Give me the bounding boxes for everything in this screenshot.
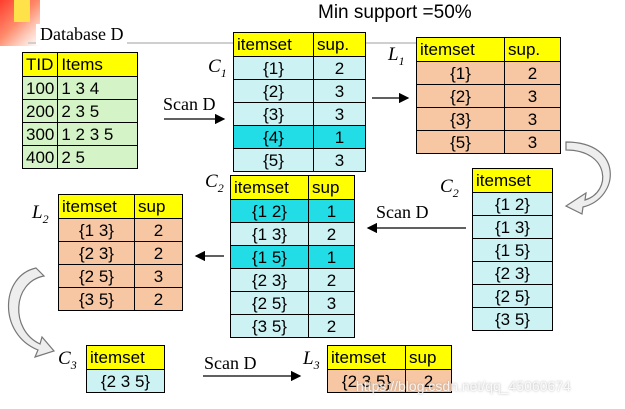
table-row: {2 5} <box>472 284 553 308</box>
watermark-text: https://blog.csdn.net/qq_45060674 <box>356 378 571 394</box>
label-l2: L2 <box>32 202 49 226</box>
label-c3: C3 <box>58 348 77 372</box>
c1-table: itemset sup. {1}2 {2}3 {3}3 {4}1 {5}3 <box>233 32 366 172</box>
l1-table: itemset sup. {1}2 {2}3 {3}3 {5}3 <box>416 37 561 154</box>
c2-candidates-table: itemset {1 2} {1 3} {1 5} {2 3} {2 5} {3… <box>472 168 553 331</box>
col-itemset: itemset <box>230 175 309 200</box>
label-l1: L1 <box>388 44 405 68</box>
min-support-text: Min support =50% <box>318 2 472 23</box>
table-row: {2 3}2 <box>58 241 183 265</box>
curved-arrow-l1-to-c2 <box>564 141 611 215</box>
label-c2-counted: C2 <box>205 171 224 195</box>
c3-table: itemset {2 3 5} <box>86 345 165 393</box>
scan-label-2: Scan D <box>376 202 429 222</box>
table-row: {1 3}2 <box>230 222 355 246</box>
col-itemset: itemset <box>472 168 553 193</box>
col-itemset: itemset <box>327 345 406 370</box>
col-itemset: itemset <box>233 32 314 57</box>
table-row: {2 3} <box>472 261 553 285</box>
table-row: {2 3}2 <box>230 268 355 292</box>
col-support: sup <box>405 345 452 370</box>
table-row: {5}3 <box>416 130 561 154</box>
corner-decoration-yellow <box>14 0 30 22</box>
table-row: {3 5}2 <box>230 314 355 338</box>
scan-label-3: Scan D <box>204 353 257 373</box>
l2-table: itemset sup {1 3}2 {2 3}2 {2 5}3 {3 5}2 <box>58 194 183 311</box>
table-row: {3}3 <box>416 107 561 131</box>
table-row: 100 1 3 4 <box>21 76 139 100</box>
table-row: {2}3 <box>416 84 561 108</box>
col-itemset: itemset <box>86 345 165 370</box>
table-row: {2 3 5} <box>86 369 165 393</box>
table-row: {3 5}2 <box>58 287 183 311</box>
col-support: sup. <box>504 37 561 62</box>
table-row: {1 5} <box>472 238 553 262</box>
curved-arrow-l2-to-c3 <box>7 267 56 358</box>
table-row: {1 2}1 <box>230 199 355 223</box>
table-row: 300 1 2 3 5 <box>21 122 139 146</box>
col-support: sup <box>134 194 183 219</box>
label-c2-candidates: C2 <box>440 176 459 200</box>
c2-counted-table: itemset sup {1 2}1 {1 3}2 {1 5}1 {2 3}2 … <box>230 175 355 338</box>
table-row: {1 5}1 <box>230 245 355 269</box>
table-row: {1}2 <box>416 61 561 85</box>
col-support: sup. <box>313 32 366 57</box>
table-row: {2}3 <box>233 79 366 103</box>
database-table: TID Items 100 1 3 4 200 2 3 5 300 1 2 3 … <box>21 52 139 169</box>
col-itemset: itemset <box>416 37 505 62</box>
table-row: {1 2} <box>472 192 553 216</box>
table-row: {3 5} <box>472 307 553 331</box>
table-row: {5}3 <box>233 148 366 172</box>
col-support: sup <box>308 175 355 200</box>
table-row: {2 5}3 <box>58 264 183 288</box>
table-row: {1}2 <box>233 56 366 80</box>
database-title: Database D <box>36 24 128 45</box>
label-c1: C1 <box>208 56 227 80</box>
label-l3: L3 <box>303 348 320 372</box>
table-row: {3}3 <box>233 102 366 126</box>
l3-table: itemset sup {2 3 5}2 <box>327 345 452 393</box>
table-row: {2 5}3 <box>230 291 355 315</box>
table-row: {2 3 5}2 <box>327 369 452 393</box>
table-row: 200 2 3 5 <box>21 99 139 123</box>
table-row: {1 3}2 <box>58 218 183 242</box>
scan-label-1: Scan D <box>163 94 216 114</box>
table-row: 400 2 5 <box>21 145 139 169</box>
table-row: {4}1 <box>233 125 366 149</box>
